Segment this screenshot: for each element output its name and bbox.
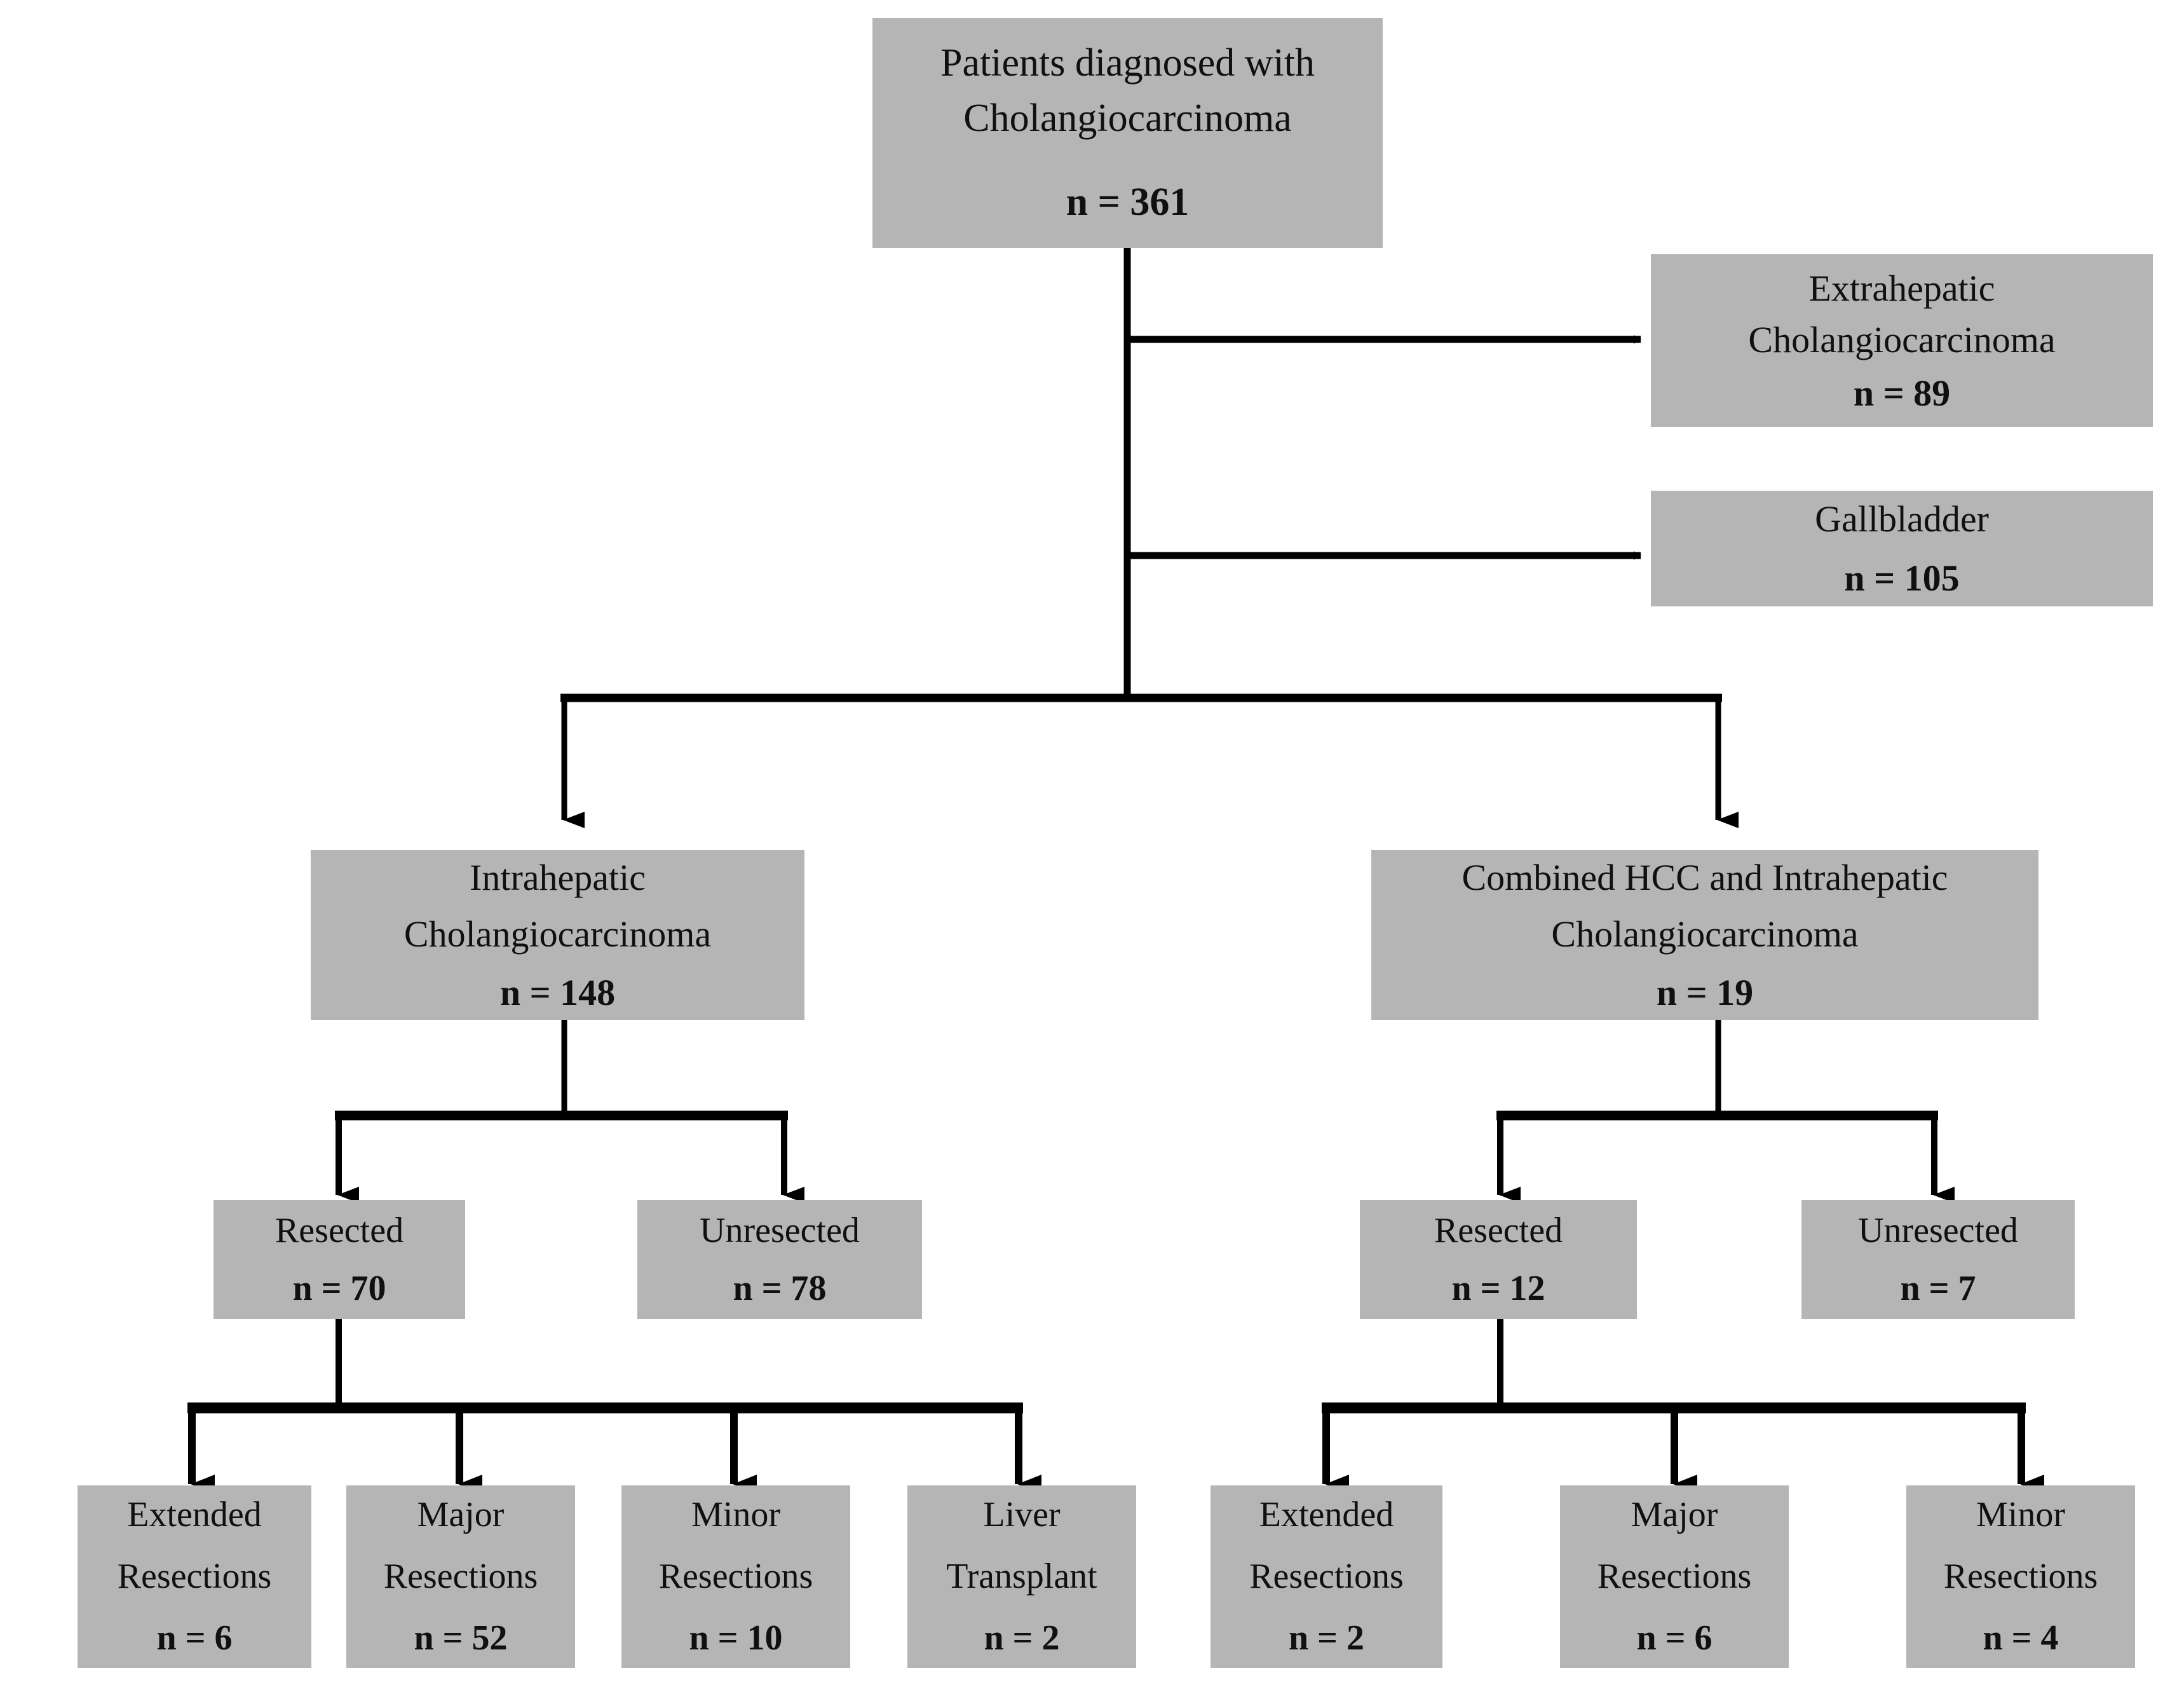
node-comb-minor-resections-line2: Resections <box>1943 1557 2098 1597</box>
node-combined-resected-count: n = 12 <box>1451 1268 1545 1308</box>
node-comb-minor-resections-count: n = 4 <box>1983 1618 2059 1658</box>
node-intrahepatic-count: n = 148 <box>499 971 616 1013</box>
node-ihc-major-resections-line1: Major <box>417 1495 505 1535</box>
node-combined-hcc-line2: Cholangiocarcinoma <box>1551 913 1859 955</box>
node-comb-major-resections-line1: Major <box>1631 1495 1718 1535</box>
node-combined-unresected-count: n = 7 <box>1900 1268 1976 1308</box>
node-combined-unresected-line1: Unresected <box>1858 1210 2018 1250</box>
split-intrahepatic <box>335 1020 804 1203</box>
split-combined-resected <box>1322 1319 2044 1494</box>
node-root: Patients diagnosed with Cholangiocarcino… <box>872 18 1383 248</box>
node-gallbladder-count: n = 105 <box>1844 557 1960 599</box>
node-ihc-minor-resections: Minor Resections n = 10 <box>621 1485 850 1668</box>
node-ihc-major-resections: Major Resections n = 52 <box>346 1485 575 1668</box>
node-intrahepatic-resected-line1: Resected <box>275 1210 404 1250</box>
node-ihc-extended-resections-line1: Extended <box>127 1495 262 1535</box>
node-ihc-minor-resections-line2: Resections <box>658 1557 813 1597</box>
node-comb-major-resections-line2: Resections <box>1597 1557 1752 1597</box>
node-ihc-major-resections-line2: Resections <box>383 1557 538 1597</box>
node-comb-minor-resections: Minor Resections n = 4 <box>1906 1485 2135 1668</box>
node-comb-major-resections: Major Resections n = 6 <box>1560 1485 1789 1668</box>
node-ihc-major-resections-count: n = 52 <box>414 1618 508 1658</box>
node-intrahepatic-resected-count: n = 70 <box>292 1268 386 1308</box>
node-intrahepatic-unresected-line1: Unresected <box>700 1210 860 1250</box>
node-intrahepatic-line2: Cholangiocarcinoma <box>404 913 712 955</box>
node-ihc-extended-resections-line2: Resections <box>117 1557 272 1597</box>
node-ihc-minor-resections-line1: Minor <box>691 1495 780 1535</box>
node-gallbladder-line1: Gallbladder <box>1815 498 1989 540</box>
node-intrahepatic-resected: Resected n = 70 <box>214 1200 465 1319</box>
node-combined-resected-line1: Resected <box>1434 1210 1563 1250</box>
node-intrahepatic-line1: Intrahepatic <box>470 856 646 898</box>
split-intrahepatic-resected <box>187 1319 1041 1494</box>
node-root-count: n = 361 <box>1066 181 1190 224</box>
node-ihc-extended-resections-count: n = 6 <box>156 1618 233 1658</box>
node-comb-minor-resections-line1: Minor <box>1976 1495 2065 1535</box>
node-gallbladder: Gallbladder n = 105 <box>1651 491 2153 606</box>
node-comb-extended-resections-line1: Extended <box>1259 1495 1394 1535</box>
node-ihc-liver-transplant-line2: Transplant <box>946 1557 1097 1597</box>
node-extrahepatic-line2: Cholangiocarcinoma <box>1748 319 2056 361</box>
node-ihc-minor-resections-count: n = 10 <box>689 1618 783 1658</box>
node-ihc-extended-resections: Extended Resections n = 6 <box>78 1485 311 1668</box>
node-root-line1: Patients diagnosed with <box>940 41 1315 85</box>
split-combined <box>1496 1020 1955 1203</box>
node-intrahepatic-unresected: Unresected n = 78 <box>637 1200 922 1319</box>
node-ihc-liver-transplant: Liver Transplant n = 2 <box>907 1485 1136 1668</box>
node-combined-hcc-line1: Combined HCC and Intrahepatic <box>1462 856 1948 898</box>
node-extrahepatic-count: n = 89 <box>1853 372 1951 414</box>
node-comb-extended-resections: Extended Resections n = 2 <box>1211 1485 1442 1668</box>
node-comb-major-resections-count: n = 6 <box>1636 1618 1713 1658</box>
node-combined-resected: Resected n = 12 <box>1360 1200 1637 1319</box>
node-comb-extended-resections-count: n = 2 <box>1288 1618 1365 1658</box>
node-intrahepatic-unresected-count: n = 78 <box>733 1268 827 1308</box>
node-ihc-liver-transplant-line1: Liver <box>983 1495 1061 1535</box>
node-root-line2: Cholangiocarcinoma <box>963 96 1292 140</box>
node-extrahepatic: Extrahepatic Cholangiocarcinoma n = 89 <box>1651 254 2153 427</box>
split-bar-level2 <box>560 693 1739 828</box>
node-combined-hcc: Combined HCC and Intrahepatic Cholangioc… <box>1371 850 2038 1020</box>
node-comb-extended-resections-line2: Resections <box>1249 1557 1404 1597</box>
node-combined-hcc-count: n = 19 <box>1656 971 1754 1013</box>
node-combined-unresected: Unresected n = 7 <box>1801 1200 2075 1319</box>
node-intrahepatic: Intrahepatic Cholangiocarcinoma n = 148 <box>311 850 804 1020</box>
node-extrahepatic-line1: Extrahepatic <box>1808 267 1995 309</box>
node-ihc-liver-transplant-count: n = 2 <box>984 1618 1060 1658</box>
